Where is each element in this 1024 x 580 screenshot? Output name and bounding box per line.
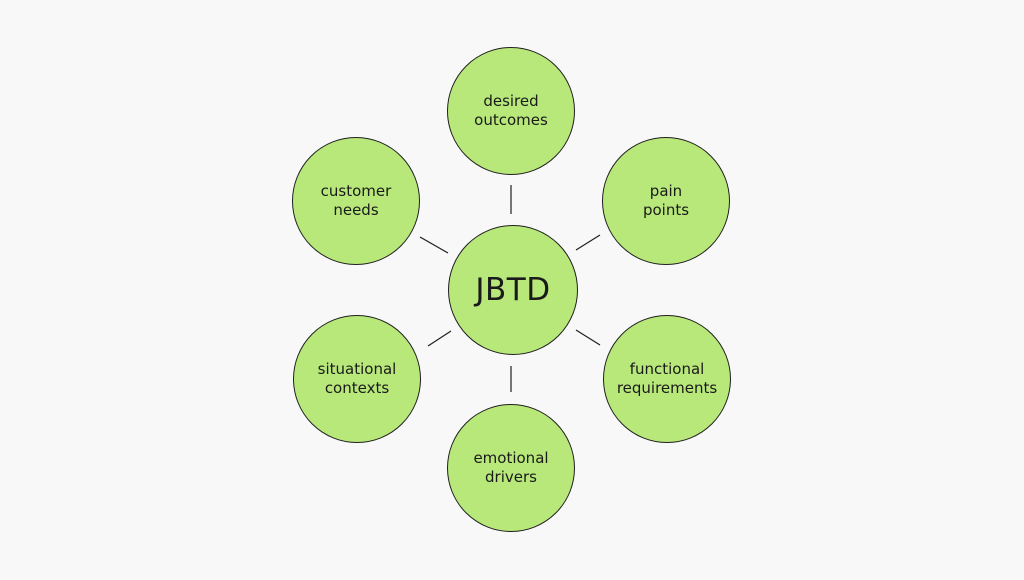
node-emotional-drivers: emotional drivers <box>447 404 575 532</box>
connector-situational-contexts <box>427 330 452 347</box>
node-situational-contexts: situational contexts <box>293 315 421 443</box>
node-functional-requirements: functional requirements <box>603 315 731 443</box>
connector-pain-points <box>575 234 601 251</box>
center-node-jbtd: JBTD <box>448 225 578 355</box>
node-customer-needs: customer needs <box>292 137 420 265</box>
connector-customer-needs <box>419 236 449 254</box>
connector-functional-requirements <box>575 329 601 346</box>
node-pain-points: pain points <box>602 137 730 265</box>
node-desired-outcomes: desired outcomes <box>447 47 575 175</box>
